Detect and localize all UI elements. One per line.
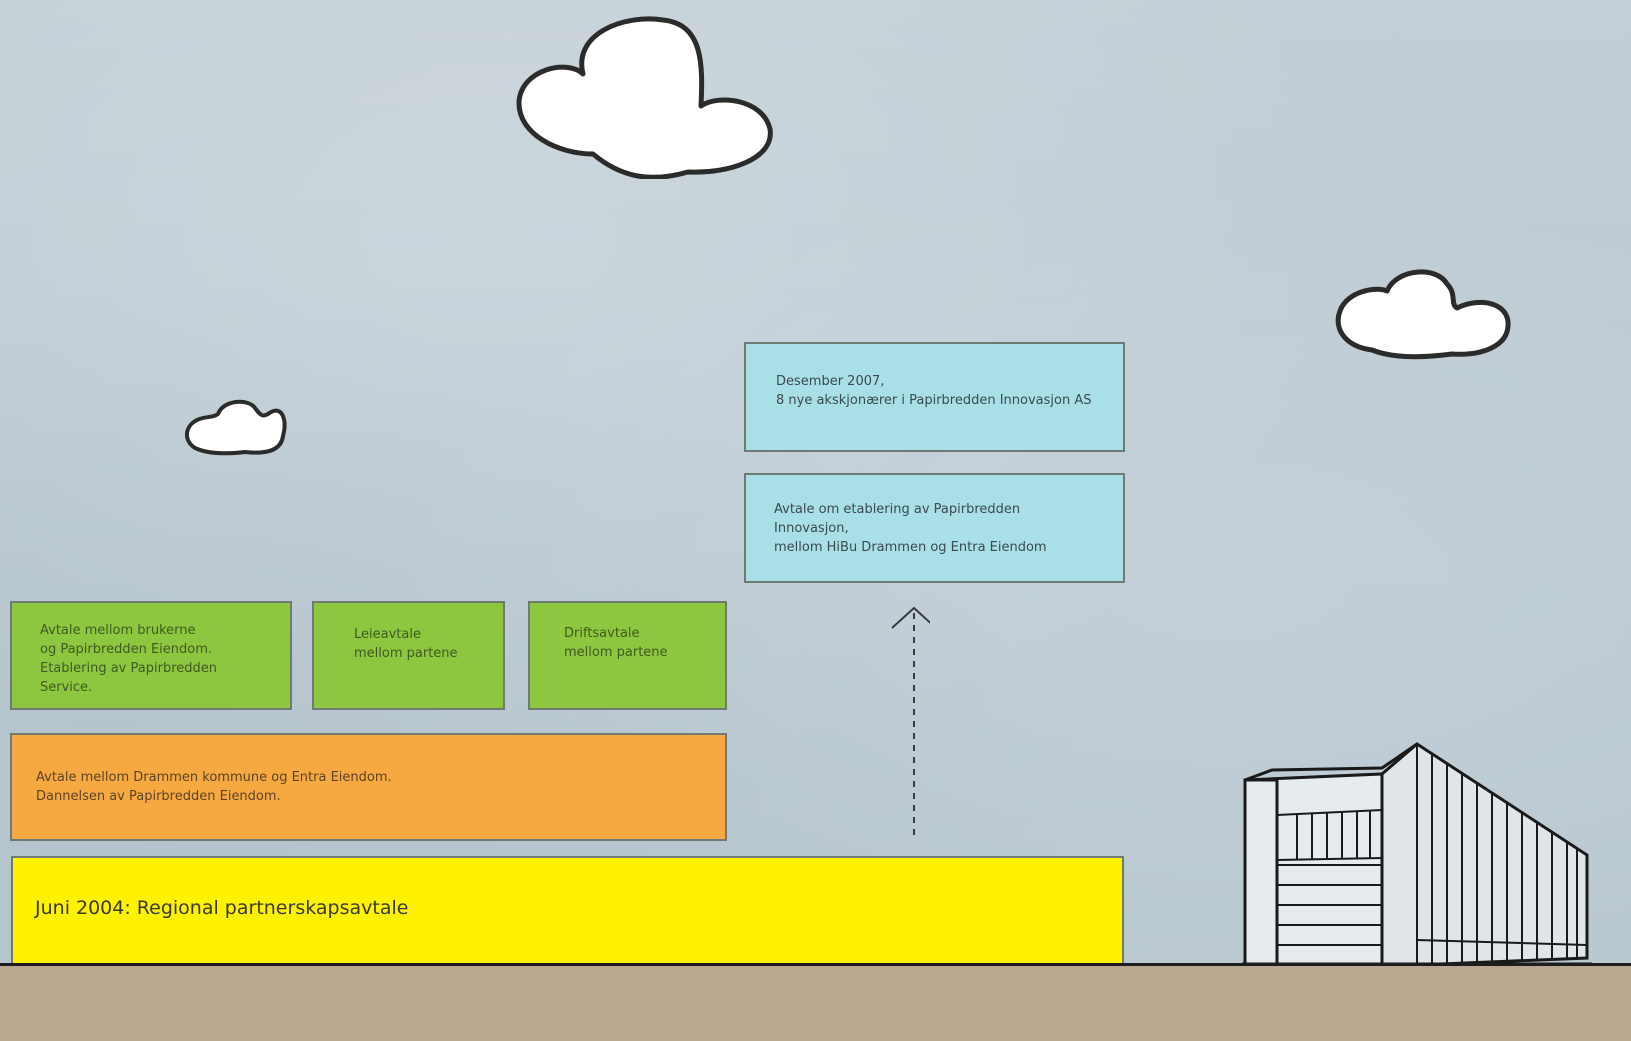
green-box-driftsavtale: Driftsavtale mellom partene (528, 601, 727, 710)
ground (0, 963, 1631, 1041)
yellow-box-partnerskapsavtale: Juni 2004: Regional partnerskapsavtale (11, 856, 1124, 965)
dashed-arrow-up-icon (891, 606, 930, 835)
building-icon (1242, 742, 1592, 965)
green-box-leieavtale: Leieavtale mellom partene (312, 601, 505, 710)
blue-box-upper-desember-2007: Desember 2007, 8 nye akskjonærer i Papir… (744, 342, 1125, 452)
green-box-brukerne: Avtale mellom brukerne og Papirbredden E… (10, 601, 292, 710)
cloud-icon-right (1335, 269, 1511, 360)
cloud-icon-small (185, 399, 287, 456)
cloud-icon-large (516, 16, 773, 179)
blue-box-lower-innovasjon: Avtale om etablering av Papirbredden Inn… (744, 473, 1125, 583)
orange-box-drammen: Avtale mellom Drammen kommune og Entra E… (10, 733, 727, 841)
